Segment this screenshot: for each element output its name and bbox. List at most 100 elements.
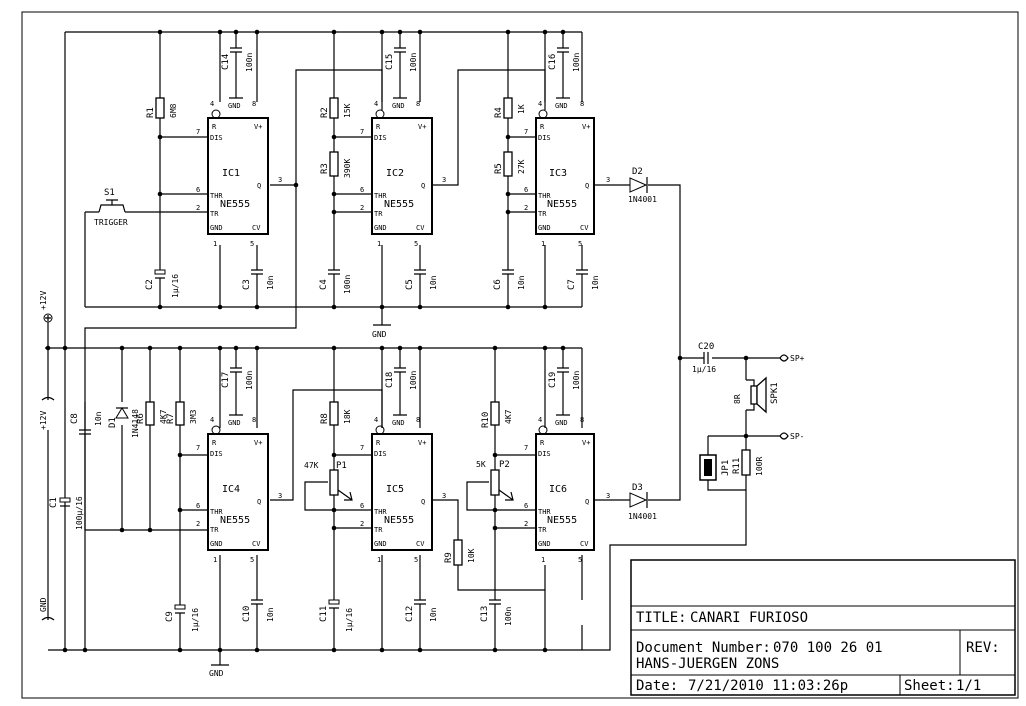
svg-text:IC2: IC2	[386, 168, 404, 179]
svg-text:JP1: JP1	[721, 460, 731, 476]
svg-text:47K: 47K	[304, 461, 319, 470]
svg-text:100n: 100n	[504, 607, 513, 626]
ic2-pin-thr-number: 6	[360, 186, 364, 194]
ic6-pin-r-label: R	[540, 439, 545, 447]
ic5-pin-r-label: R	[376, 439, 381, 447]
ic4-pin-tr-number: 2	[196, 520, 200, 528]
svg-text:IC4: IC4	[222, 484, 240, 495]
svg-text:P2: P2	[499, 460, 510, 470]
svg-text:GND: GND	[392, 419, 405, 427]
ic2-pin-q-label: Q	[421, 182, 425, 190]
svg-text:1N4148: 1N4148	[131, 409, 140, 438]
capacitor-c3: C3 10n	[242, 269, 275, 290]
ic3-pin-q-label: Q	[585, 182, 589, 190]
ic4: IC4 NE555	[207, 425, 269, 551]
svg-text:NE555: NE555	[220, 515, 250, 526]
ic5: IC5 NE555	[371, 425, 433, 551]
sheet-border	[21, 11, 1019, 699]
diode-d2: D2 1N4001	[628, 167, 657, 204]
title-label: TITLE:	[636, 610, 687, 626]
ic4-pin-q-label: Q	[257, 498, 261, 506]
svg-text:R5: R5	[494, 163, 504, 174]
power-input: +12V +12V GND	[39, 291, 55, 621]
capacitor-c1: C1 100µ/16	[49, 496, 84, 530]
ic4-pin-gnd-number: 1	[213, 556, 217, 564]
ic4-pin-vplus-label: V+	[254, 439, 262, 447]
svg-text:100n: 100n	[245, 371, 254, 390]
ic1-pin-cv-label: CV	[252, 224, 261, 232]
ic3-pin-r-label: R	[540, 123, 545, 131]
ic6-pin-dis-number: 7	[524, 444, 528, 452]
svg-text:GND: GND	[555, 419, 568, 427]
speaker-spk1: SPK1 8R	[733, 376, 780, 414]
svg-text:IC3: IC3	[549, 168, 567, 179]
capacitor-c13: C13 100n	[480, 599, 513, 626]
resistor-r3: R3 390K	[320, 151, 352, 178]
svg-text:10n: 10n	[266, 275, 275, 290]
ic2-pin-vplus-number: 8	[416, 100, 420, 108]
svg-text:NE555: NE555	[384, 199, 414, 210]
ic3-pin-vplus-number: 8	[580, 100, 584, 108]
svg-text:R7: R7	[166, 413, 176, 424]
ic3-pin-dis-label: DIS	[538, 134, 551, 142]
ic3-pin-gnd-number: 1	[541, 240, 545, 248]
svg-text:10n: 10n	[517, 275, 526, 290]
svg-text:10n: 10n	[94, 411, 103, 426]
svg-text:R2: R2	[320, 107, 330, 118]
pin-labels: R4V+8DIS7THR6TR2Q3GND1CV5R4V+8DIS7THR6TR…	[196, 100, 610, 564]
svg-text:10n: 10n	[591, 275, 600, 290]
ic2-pin-r-label: R	[376, 123, 381, 131]
ic4-pin-tr-label: TR	[210, 526, 219, 534]
ic6-pin-thr-label: THR	[538, 508, 551, 516]
capacitor-c8: C8 10n	[70, 411, 103, 440]
capacitor-c15: C15 100n	[385, 47, 418, 72]
ic5-pin-gnd-number: 1	[377, 556, 381, 564]
ic6-pin-thr-number: 6	[524, 502, 528, 510]
svg-text:C8: C8	[70, 413, 80, 424]
svg-text:R9: R9	[444, 552, 454, 563]
svg-text:C1: C1	[49, 497, 59, 508]
svg-text:SPK1: SPK1	[770, 382, 780, 404]
ic2-pin-dis-number: 7	[360, 128, 364, 136]
ic3-pin-q-number: 3	[606, 176, 610, 184]
ic4-pin-thr-number: 6	[196, 502, 200, 510]
svg-text:R4: R4	[494, 107, 504, 118]
ic1-pin-tr-label: TR	[210, 210, 219, 218]
svg-text:C16: C16	[548, 54, 558, 70]
svg-text:C9: C9	[165, 611, 175, 622]
ic5-pin-tr-number: 2	[360, 520, 364, 528]
svg-text:SP-: SP-	[790, 432, 804, 441]
doc-number-label: Document Number:	[636, 640, 771, 656]
svg-text:1µ/16: 1µ/16	[191, 608, 200, 632]
svg-text:100µ/16: 100µ/16	[75, 496, 84, 530]
ic6-pin-vplus-label: V+	[582, 439, 590, 447]
ic6: IC6 NE555	[535, 425, 595, 551]
svg-text:100n: 100n	[572, 371, 581, 390]
sheet-value: 1/1	[956, 678, 981, 694]
ic3-pin-gnd-label: GND	[538, 224, 551, 232]
svg-text:GND: GND	[209, 669, 224, 678]
diode-d1: D1 1N4148	[108, 407, 140, 438]
ic2-pin-cv-label: CV	[416, 224, 425, 232]
svg-text:C17: C17	[221, 372, 231, 388]
ic5-pin-dis-label: DIS	[374, 450, 387, 458]
svg-text:C7: C7	[567, 279, 577, 290]
author: HANS-JUERGEN ZONS	[636, 656, 779, 672]
svg-text:NE555: NE555	[220, 199, 250, 210]
resistor-r9: R9 10K	[444, 539, 476, 566]
capacitor-c7: C7 10n	[567, 269, 600, 290]
svg-text:4K7: 4K7	[159, 409, 168, 424]
svg-text:1N4001: 1N4001	[628, 512, 657, 521]
svg-text:C14: C14	[221, 54, 231, 70]
capacitor-c14: C14 100n	[221, 47, 254, 72]
ic1-pin-q-number: 3	[278, 176, 282, 184]
capacitor-c6: C6 10n	[493, 269, 526, 290]
svg-text:GND: GND	[372, 330, 387, 339]
svg-text:GND: GND	[228, 419, 241, 427]
ic5-pin-q-number: 3	[442, 492, 446, 500]
ic1-pin-q-label: Q	[257, 182, 261, 190]
ic4-pin-gnd-label: GND	[210, 540, 223, 548]
ic4-pin-thr-label: THR	[210, 508, 223, 516]
capacitor-c12: C12 10n	[405, 599, 438, 625]
svg-text:NE555: NE555	[547, 199, 577, 210]
